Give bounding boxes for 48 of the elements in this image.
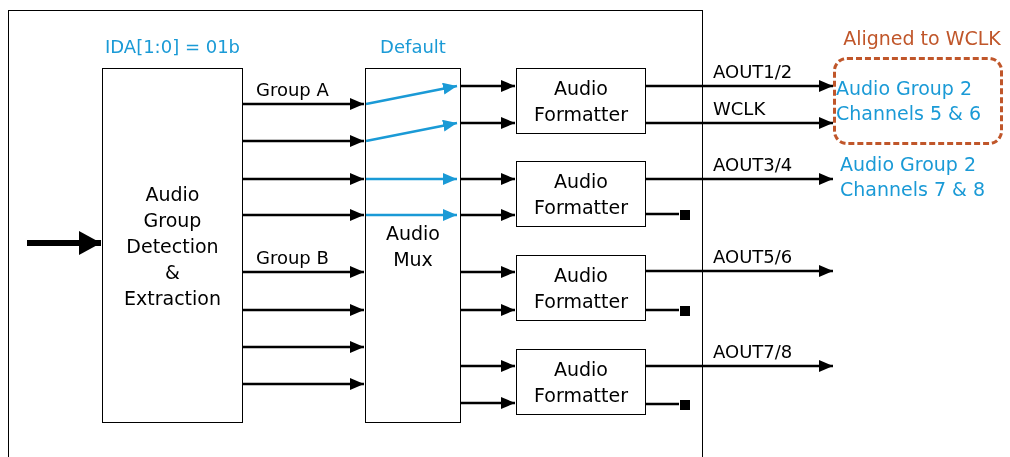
arrow <box>242 135 364 147</box>
edge-label: AOUT1/2 <box>713 61 793 83</box>
arrow <box>242 341 364 353</box>
arrow <box>645 173 833 185</box>
arrow <box>460 209 515 221</box>
edge-label: Group A <box>256 79 329 101</box>
block-box <box>516 349 646 415</box>
terminator-square <box>680 306 690 316</box>
arrow <box>460 173 515 185</box>
block-label: Audio Group Detection & Extraction <box>123 181 222 311</box>
arrow <box>460 117 515 129</box>
arrow <box>242 98 364 110</box>
edge-label: AOUT7/8 <box>713 341 793 363</box>
arrow <box>645 360 833 372</box>
outer-frame <box>8 10 703 457</box>
arrow <box>242 378 364 390</box>
group-heading: Aligned to WCLK <box>842 26 1002 51</box>
arrow <box>242 304 364 316</box>
block-box <box>516 68 646 134</box>
edge-label: WCLK <box>713 98 766 120</box>
channel-label: Audio Group 2 Channels 7 & 8 <box>840 152 986 202</box>
arrow <box>460 304 515 316</box>
arrow <box>460 360 515 372</box>
arrow <box>27 231 101 255</box>
block-label: Audio Mux <box>385 220 441 272</box>
block-label: Audio Formatter <box>533 76 629 127</box>
block-label: Audio Formatter <box>533 263 629 314</box>
arrow <box>460 266 515 278</box>
block-box <box>516 255 646 321</box>
arrow <box>645 80 833 92</box>
arrow <box>242 173 364 185</box>
arrow <box>242 266 364 278</box>
edge-label: AOUT3/4 <box>713 154 793 176</box>
arrow <box>460 80 515 92</box>
terminator-square <box>680 210 690 220</box>
terminator-square <box>680 400 690 410</box>
setting-label: Default <box>380 36 446 58</box>
edge-label: AOUT5/6 <box>713 246 793 268</box>
arrow <box>460 397 515 409</box>
block-label: Audio Formatter <box>533 357 629 408</box>
edge-label: Group B <box>256 247 329 269</box>
channel-label: Audio Group 2 Channels 5 & 6 <box>836 76 982 126</box>
setting-label: IDA[1:0] = 01b <box>105 36 240 58</box>
arrow <box>242 209 364 221</box>
arrow <box>645 117 833 129</box>
arrow <box>645 265 833 277</box>
block-box <box>516 161 646 227</box>
block-label: Audio Formatter <box>533 169 629 220</box>
